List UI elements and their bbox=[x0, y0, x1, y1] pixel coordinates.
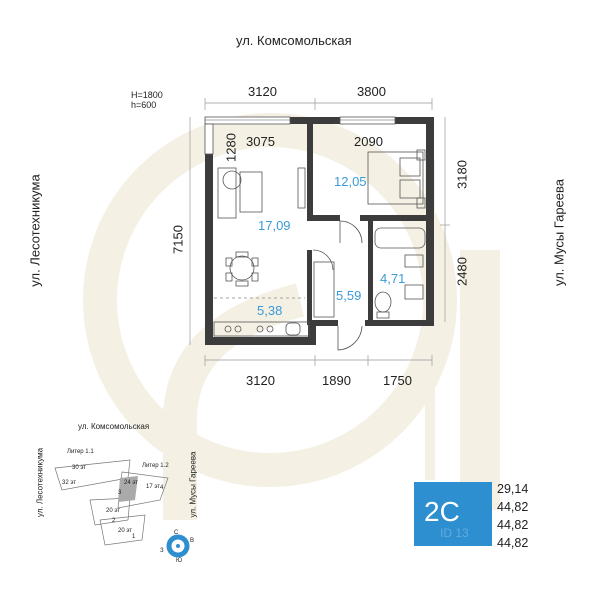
badge-watermark: ID 13 bbox=[440, 526, 469, 540]
apartment-type-label: 2С bbox=[424, 496, 460, 527]
mini-num-2: 2 bbox=[112, 518, 116, 524]
dim-bottom-mid: 1890 bbox=[322, 373, 351, 388]
room-bathroom-area: 4,71 bbox=[380, 271, 406, 286]
window-height-note: H=1800 bbox=[131, 90, 163, 100]
mini-floors-b: 32 эт bbox=[62, 480, 77, 486]
room-kitchen-area: 5,38 bbox=[257, 303, 283, 318]
dim-bottom-left: 3120 bbox=[246, 373, 275, 388]
area-value-3: 44,82 bbox=[497, 518, 529, 532]
mini-floors-c: 24 эт bbox=[124, 480, 139, 486]
mini-liter-2: Литер 1.2 bbox=[142, 463, 169, 469]
mini-num-1: 1 bbox=[132, 534, 136, 540]
dim-inner-top-left: 3075 bbox=[246, 134, 275, 149]
mini-floors-f: 20 эт bbox=[118, 528, 133, 534]
apartment-type-badge: 2С ID 13 bbox=[414, 482, 492, 546]
compass-south: Ю bbox=[176, 558, 183, 564]
area-value-2: 44,82 bbox=[497, 500, 529, 514]
mini-liter-1: Литер 1.1 bbox=[67, 449, 94, 455]
mini-floors-d: 17 эт bbox=[146, 484, 161, 490]
room-living-area: 17,09 bbox=[258, 218, 291, 233]
street-top: ул. Комсомольская bbox=[236, 33, 352, 48]
dim-top-right: 3800 bbox=[357, 84, 386, 99]
area-value-1: 29,14 bbox=[497, 482, 529, 496]
mini-num-3: 3 bbox=[118, 490, 122, 496]
area-value-4: 44,82 bbox=[497, 536, 529, 550]
room-bedroom-area: 12,05 bbox=[334, 174, 367, 189]
mini-street-top: ул. Комсомольская bbox=[78, 422, 150, 431]
dim-inner-top-right: 2090 bbox=[354, 134, 383, 149]
room-hall-area: 5,59 bbox=[336, 288, 362, 303]
dim-top-left: 3120 bbox=[248, 84, 277, 99]
mini-num-4: 4 bbox=[160, 485, 164, 491]
mini-floors-e: 20 эт bbox=[106, 508, 121, 514]
compass-north: С bbox=[174, 530, 179, 536]
compass-west: З bbox=[160, 548, 164, 554]
dim-bottom-right: 1750 bbox=[383, 373, 412, 388]
compass-east: В bbox=[190, 538, 195, 544]
mini-floors-a: 30 эт bbox=[72, 465, 87, 471]
window-sill-note: h=600 bbox=[131, 100, 157, 110]
